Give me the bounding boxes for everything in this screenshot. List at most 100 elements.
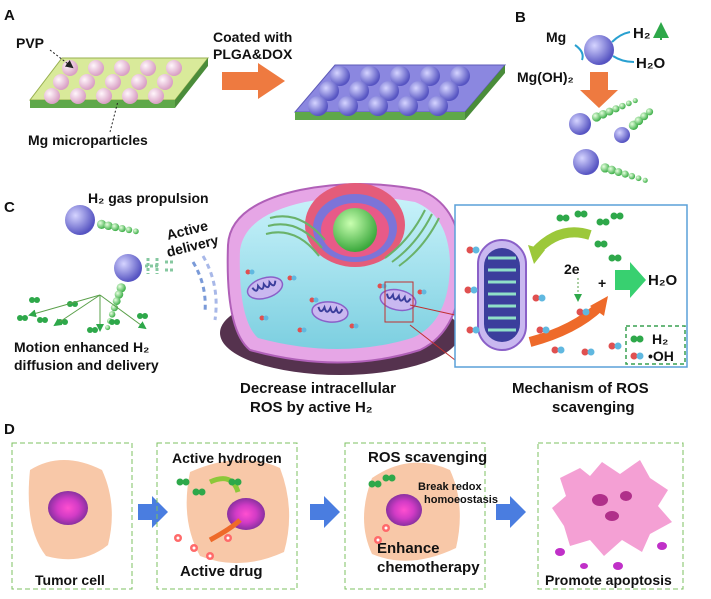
active-hydrogen-label: Active hydrogen <box>172 450 282 466</box>
oh-efflux-arrow <box>528 302 604 347</box>
propelled-motor <box>614 127 630 143</box>
cell-mitochondrion <box>246 276 284 300</box>
h2-bubble <box>108 311 116 318</box>
h2-bubble <box>132 228 139 235</box>
mg-reaction-curve <box>574 44 584 61</box>
ros-molecule <box>297 327 303 333</box>
apoptotic-body-3 <box>657 542 667 550</box>
ros-molecule <box>259 315 265 321</box>
zoom-box <box>384 281 414 323</box>
h2-molecule <box>17 315 23 321</box>
pvp-particle <box>44 88 60 104</box>
frame-apoptosis <box>537 442 684 590</box>
decrease-ros-label-2: ROS by active H₂ <box>250 399 373 416</box>
h2-bubble <box>110 304 119 312</box>
water-product-label: H₂O <box>648 272 677 289</box>
h2-propulsion-label: H₂ gas propulsion <box>88 190 209 206</box>
ros-molecule <box>353 323 359 329</box>
step-arrow-3 <box>496 496 526 528</box>
panel-d-label: D <box>4 421 15 438</box>
h2-molecule <box>368 480 376 488</box>
decrease-ros-label-1: Decrease intracellular <box>240 380 396 397</box>
tumor-nucleus <box>48 491 88 525</box>
pvp-particle <box>53 74 69 90</box>
oh-molecule <box>614 342 622 350</box>
apoptotic-body-4 <box>580 563 588 569</box>
delivery-wave <box>191 255 218 321</box>
h2-molecule <box>198 488 206 496</box>
coated-particle <box>409 81 429 101</box>
legend-box <box>625 325 686 365</box>
oh-efflux-arrowhead <box>590 296 608 316</box>
scavenging-nucleus <box>386 494 422 526</box>
apoptotic-cell-shape <box>552 460 672 556</box>
ros-molecule <box>377 283 383 289</box>
propelled-motor <box>569 113 591 135</box>
h2-label: H₂ <box>633 25 651 42</box>
drug-molecule-core <box>384 526 388 530</box>
h2-molecule <box>594 240 602 248</box>
propelled-motor <box>573 149 599 175</box>
h2-bubble <box>605 107 614 116</box>
ros-molecule <box>249 269 255 275</box>
oh-molecule <box>466 246 474 254</box>
h2-molecule <box>34 297 40 303</box>
legend-oh-icon <box>630 352 638 360</box>
panel-b-label: B <box>515 9 526 26</box>
oh-molecule <box>466 326 474 334</box>
diffusion-arrow <box>99 294 147 330</box>
pvp-particle <box>62 60 78 76</box>
nucleus <box>333 208 377 252</box>
coated-particle <box>338 96 358 116</box>
zoom-line-bottom <box>409 324 456 361</box>
apoptotic-body-1 <box>555 548 565 556</box>
legend-h2-icon <box>630 335 638 343</box>
legend-oh-label: •OH <box>648 348 674 364</box>
h2-bubble <box>96 219 107 230</box>
panel-c-label: C <box>4 199 15 216</box>
ros-molecule <box>417 289 423 295</box>
coated-particle <box>319 81 339 101</box>
coated-particle <box>308 96 328 116</box>
h2-molecule <box>182 478 190 486</box>
ros-molecule <box>301 327 307 333</box>
motion-enhanced-label-1: Motion enhanced H₂ <box>14 339 149 355</box>
to-water-arrow <box>615 262 646 298</box>
h2-bubble <box>628 172 636 180</box>
h2-molecule <box>228 478 236 486</box>
h2-bubble <box>635 175 642 182</box>
oh-molecule <box>472 326 480 334</box>
pvp-particle <box>88 60 104 76</box>
h2-molecule <box>616 212 624 220</box>
frame3-molecules <box>368 474 396 544</box>
coated-particle <box>398 96 418 116</box>
oh-molecule <box>536 326 544 334</box>
h2-molecule <box>580 210 588 218</box>
mito-membrane <box>379 288 417 312</box>
plga-dox-label: PLGA&DOX <box>213 46 293 62</box>
h2-bubble <box>612 105 620 113</box>
legend-h2-label: H₂ <box>652 331 668 347</box>
enhance-label-1: Enhance <box>377 540 440 557</box>
h2-molecule <box>137 313 143 319</box>
pvp-particle <box>157 74 173 90</box>
h2-trail <box>145 258 175 274</box>
h2-molecule <box>608 254 616 262</box>
h2-molecule <box>109 319 115 325</box>
oh-molecule <box>551 346 559 354</box>
h2-molecule <box>388 474 396 482</box>
legend-oh-icon <box>636 352 644 360</box>
step-arrow-1 <box>138 496 168 528</box>
h2-bubble <box>111 223 120 232</box>
promote-apoptosis-label: Promote apoptosis <box>545 572 672 588</box>
h2-bubble <box>634 116 644 126</box>
h2-molecule <box>114 319 120 325</box>
h2-molecule <box>29 297 35 303</box>
h2-molecule <box>556 214 564 222</box>
zoomed-mitochondrion <box>477 239 527 351</box>
drug-molecule-core <box>226 536 230 540</box>
electrons-label: 2e <box>564 261 580 277</box>
fragment-3 <box>605 511 619 521</box>
ros-molecule <box>421 289 427 295</box>
